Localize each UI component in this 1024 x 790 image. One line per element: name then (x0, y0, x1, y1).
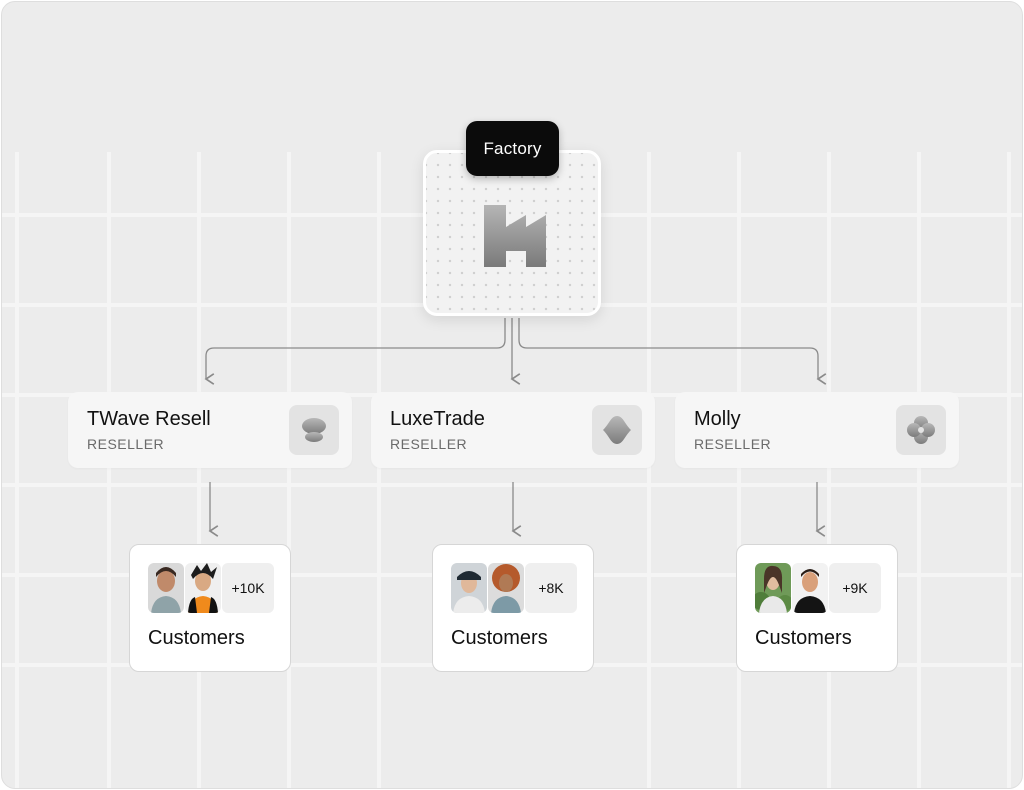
customer-count: +9K (829, 563, 881, 613)
factory-icon (484, 205, 546, 267)
reseller-name: LuxeTrade (390, 408, 485, 430)
avatar (488, 563, 524, 613)
customers-label: Customers (451, 627, 548, 649)
reseller-role: RESELLER (694, 436, 772, 452)
factory-node[interactable] (423, 150, 601, 316)
reseller-role: RESELLER (87, 436, 165, 452)
reseller-card-molly[interactable]: Molly RESELLER (675, 392, 959, 468)
customers-label: Customers (755, 627, 852, 649)
avatar (148, 563, 184, 613)
reseller-role: RESELLER (390, 436, 468, 452)
customers-label: Customers (148, 627, 245, 649)
reseller-card-twave[interactable]: TWave Resell RESELLER (68, 392, 352, 468)
factory-label: Factory (466, 121, 559, 176)
reseller-name: Molly (694, 408, 741, 430)
avatar (451, 563, 487, 613)
customer-count: +8K (525, 563, 577, 613)
customers-card-luxetrade[interactable]: +8K Customers (432, 544, 594, 672)
customers-card-twave[interactable]: +10K Customers (129, 544, 291, 672)
reseller-card-luxetrade[interactable]: LuxeTrade RESELLER (371, 392, 655, 468)
avatar (185, 563, 221, 613)
connector-factory-molly (518, 318, 818, 379)
reseller-name: TWave Resell (87, 408, 211, 430)
twave-logo-icon (289, 405, 339, 455)
connector-factory-twave (206, 318, 506, 379)
avatar (755, 563, 791, 613)
customer-count: +10K (222, 563, 274, 613)
molly-logo-icon (896, 405, 946, 455)
avatar (792, 563, 828, 613)
luxetrade-logo-icon (592, 405, 642, 455)
customers-card-molly[interactable]: +9K Customers (736, 544, 898, 672)
